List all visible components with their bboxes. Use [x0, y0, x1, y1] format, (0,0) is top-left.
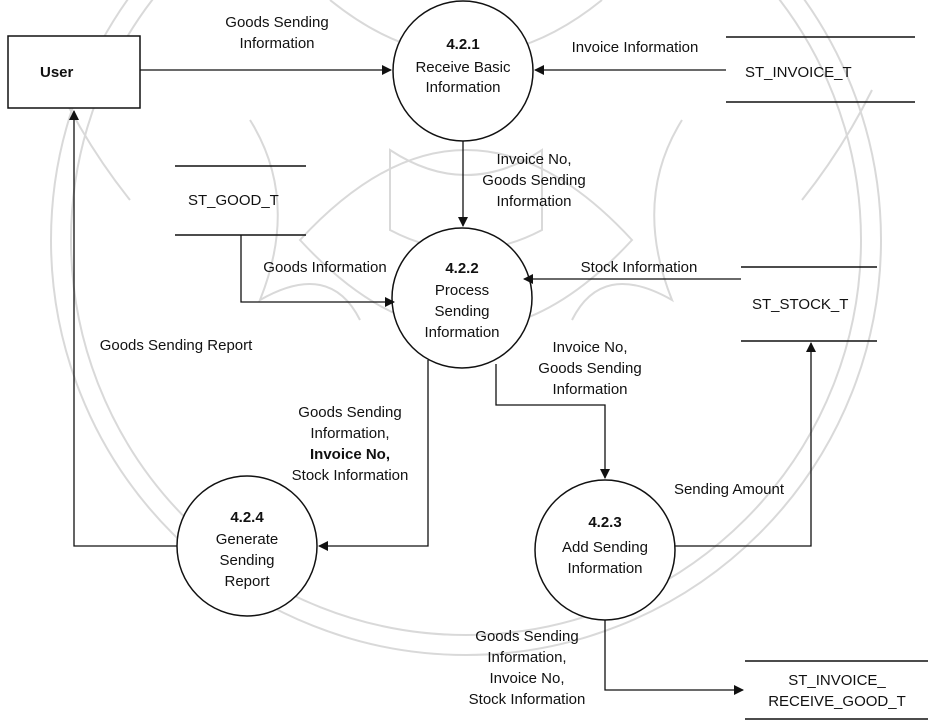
flow-424-to-user: [69, 110, 177, 547]
process-4-2-4-line2: Sending: [219, 552, 274, 569]
user-entity-box: [7, 35, 141, 109]
flow-422-to-424-label3: Invoice No,: [310, 446, 390, 463]
flow-421-to-422-label1: Invoice No,: [496, 151, 571, 168]
watermark-emblem: [50, 0, 882, 656]
flow-422-to-424-label2: Information,: [310, 425, 389, 442]
store-good: ST_GOOD_T: [175, 165, 306, 236]
process-4-2-1-number: 4.2.1: [446, 36, 479, 53]
flow-423-to-receive-label4: Stock Information: [469, 691, 586, 708]
flow-423-to-stock-label: Sending Amount: [674, 481, 785, 498]
flow-422-to-423-label1: Invoice No,: [552, 339, 627, 356]
store-stock-label: ST_STOCK_T: [752, 296, 848, 313]
flow-422-to-423-label2: Goods Sending: [538, 360, 641, 377]
flow-423-to-receive-label2: Information,: [487, 649, 566, 666]
store-invoice-receive-label2: RECEIVE_GOOD_T: [768, 693, 906, 710]
store-invoice-label: ST_INVOICE_T: [745, 64, 852, 81]
process-4-2-4-line1: Generate: [216, 531, 279, 548]
store-invoice-receive-label1: ST_INVOICE_: [788, 672, 886, 689]
flow-stock-to-422-label: Stock Information: [581, 259, 698, 276]
flow-user-to-421-label1: Goods Sending: [225, 14, 328, 31]
process-4-2-1-line2: Information: [425, 79, 500, 96]
flow-421-to-422-label3: Information: [496, 193, 571, 210]
flow-423-to-receive: [604, 620, 744, 695]
process-4-2-3-line2: Information: [567, 560, 642, 577]
flow-422-to-423-label3: Information: [552, 381, 627, 398]
flow-user-to-421-label2: Information: [239, 35, 314, 52]
store-invoice: ST_INVOICE_T: [726, 36, 915, 103]
flow-423-to-receive-label1: Goods Sending: [475, 628, 578, 645]
flow-422-to-424: [318, 360, 429, 551]
flow-422-to-423: [495, 364, 610, 479]
flow-423-to-stock: [675, 342, 816, 547]
process-4-2-4-number: 4.2.4: [230, 509, 264, 526]
process-4-2-2-line1: Process: [435, 282, 489, 299]
flow-invoice-to-421-label: Invoice Information: [572, 39, 699, 56]
store-invoice-receive-good: ST_INVOICE_ RECEIVE_GOOD_T: [745, 660, 928, 720]
flow-good-to-422-label: Goods Information: [263, 259, 386, 276]
process-4-2-2-number: 4.2.2: [445, 260, 478, 277]
process-4-2-3-number: 4.2.3: [588, 514, 621, 531]
flow-421-to-422-label2: Goods Sending: [482, 172, 585, 189]
user-entity-label: User: [40, 64, 74, 81]
process-4-2-4-line3: Report: [224, 573, 270, 590]
store-stock: ST_STOCK_T: [741, 266, 877, 342]
flow-424-to-user-label: Goods Sending Report: [100, 337, 253, 354]
flow-good-to-422: [240, 235, 395, 307]
process-4-2-1-line1: Receive Basic: [415, 59, 511, 76]
store-good-label: ST_GOOD_T: [188, 192, 279, 209]
flow-422-to-424-label4: Stock Information: [292, 467, 409, 484]
process-4-2-2-line3: Information: [424, 324, 499, 341]
process-4-2-3-line1: Add Sending: [562, 539, 648, 556]
process-4-2-2-line2: Sending: [434, 303, 489, 320]
flow-422-to-424-label1: Goods Sending: [298, 404, 401, 421]
flow-423-to-receive-label3: Invoice No,: [489, 670, 564, 687]
